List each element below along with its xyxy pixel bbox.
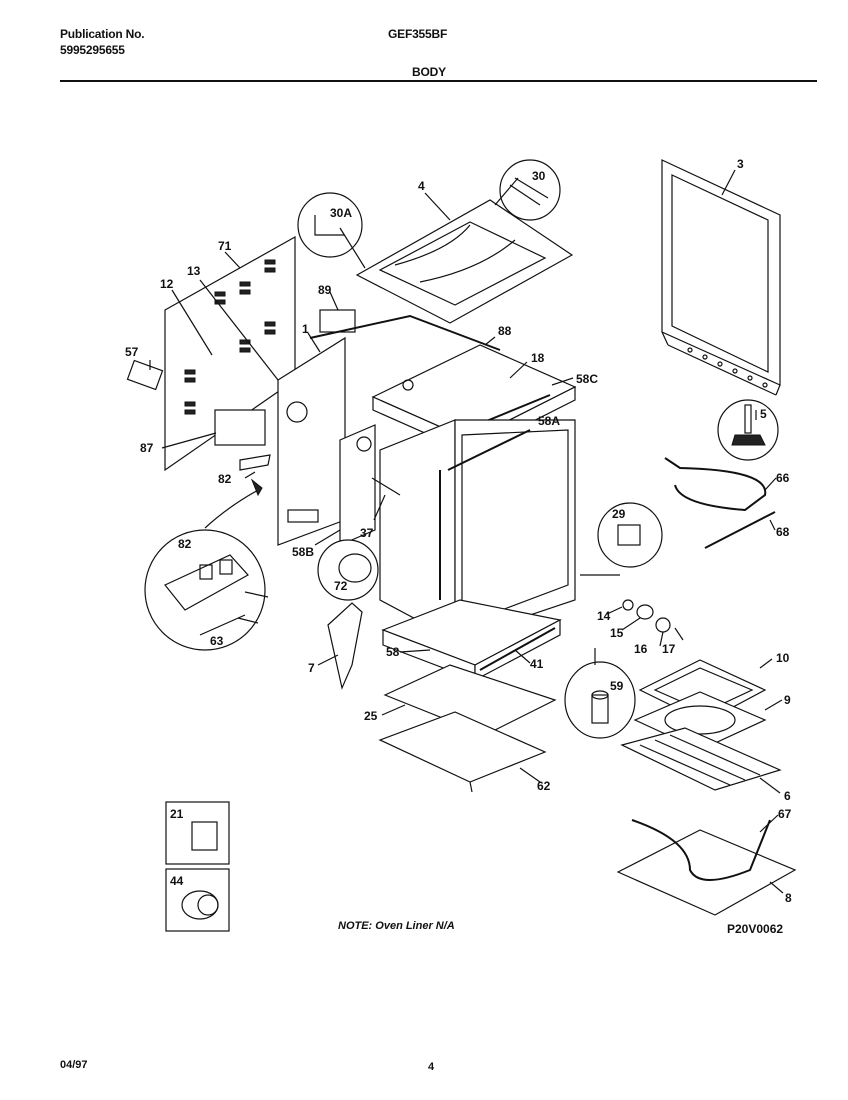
callout-15: 15	[610, 626, 624, 640]
top-panel	[355, 199, 574, 324]
part-box-44	[165, 868, 230, 932]
drawing-code: P20V0062	[727, 922, 784, 936]
control-back-panel	[277, 336, 376, 546]
callout-82-upper: 82	[218, 472, 232, 486]
callout-18: 18	[531, 351, 545, 365]
callout-17: 17	[662, 642, 676, 656]
light-socket-parts	[622, 599, 684, 641]
callout-44: 44	[170, 874, 184, 888]
callout-58c: 58C	[576, 372, 598, 386]
callout-25: 25	[364, 709, 378, 723]
callout-1: 1	[302, 322, 309, 336]
callout-58b: 58B	[292, 545, 314, 559]
publication-number: 5995295655	[60, 43, 125, 57]
callout-71: 71	[218, 239, 232, 253]
leveling-leg-detail	[717, 399, 779, 461]
callout-9: 9	[784, 693, 791, 707]
callout-57: 57	[125, 345, 139, 359]
callout-3: 3	[737, 157, 744, 171]
callout-82-detail: 82	[178, 537, 192, 551]
callout-58a: 58A	[538, 414, 560, 428]
footer-page-number: 4	[428, 1061, 435, 1073]
bake-element	[616, 819, 797, 916]
detail-arrow	[204, 487, 263, 529]
callout-21: 21	[170, 807, 184, 821]
oven-liner-note: NOTE: Oven Liner N/A	[338, 920, 455, 932]
callout-7: 7	[308, 661, 315, 675]
callout-72: 72	[334, 579, 348, 593]
misc-brackets	[126, 309, 501, 496]
callout-12: 12	[160, 277, 174, 291]
callout-88: 88	[498, 324, 512, 338]
detail-72	[317, 539, 379, 601]
callout-labels: 3 4 30 30A 71 12 13 89 1 88 18 58C 57 58…	[125, 157, 792, 905]
callout-16: 16	[634, 642, 648, 656]
publication-label: Publication No.	[60, 27, 145, 41]
callout-59: 59	[610, 679, 624, 693]
callout-29: 29	[612, 507, 626, 521]
broil-element	[664, 457, 776, 549]
callout-58: 58	[386, 645, 400, 659]
broiler-pan	[633, 659, 767, 751]
detail-arrow-head	[250, 478, 263, 497]
detail-30a	[297, 192, 363, 258]
callout-10: 10	[776, 651, 790, 665]
callout-66: 66	[776, 471, 790, 485]
callout-30a: 30A	[330, 206, 352, 220]
callout-89: 89	[318, 283, 332, 297]
part-box-21	[165, 801, 230, 865]
callout-87: 87	[140, 441, 154, 455]
callout-6: 6	[784, 789, 791, 803]
callout-14: 14	[597, 609, 611, 623]
detail-29	[597, 502, 663, 568]
door-handle	[327, 602, 363, 690]
callout-8: 8	[785, 891, 792, 905]
detail-59	[564, 661, 636, 739]
callout-5: 5	[760, 407, 767, 421]
callout-13: 13	[187, 264, 201, 278]
callout-62: 62	[537, 779, 551, 793]
callout-67: 67	[778, 807, 792, 821]
callout-41: 41	[530, 657, 544, 671]
detail-30	[499, 159, 561, 221]
footer-date: 04/97	[60, 1059, 88, 1071]
callout-30: 30	[532, 169, 546, 183]
bottom-plate	[378, 711, 547, 793]
model-number: GEF355BF	[388, 27, 448, 41]
back-panel	[661, 159, 781, 396]
oven-body	[379, 419, 576, 641]
callout-63: 63	[210, 634, 224, 648]
section-title: BODY	[412, 65, 446, 79]
callout-4: 4	[418, 179, 425, 193]
header-rule	[60, 80, 817, 82]
oven-rack	[620, 727, 782, 791]
callout-leaders	[149, 169, 784, 894]
callout-68: 68	[776, 525, 790, 539]
callout-37: 37	[360, 526, 374, 540]
